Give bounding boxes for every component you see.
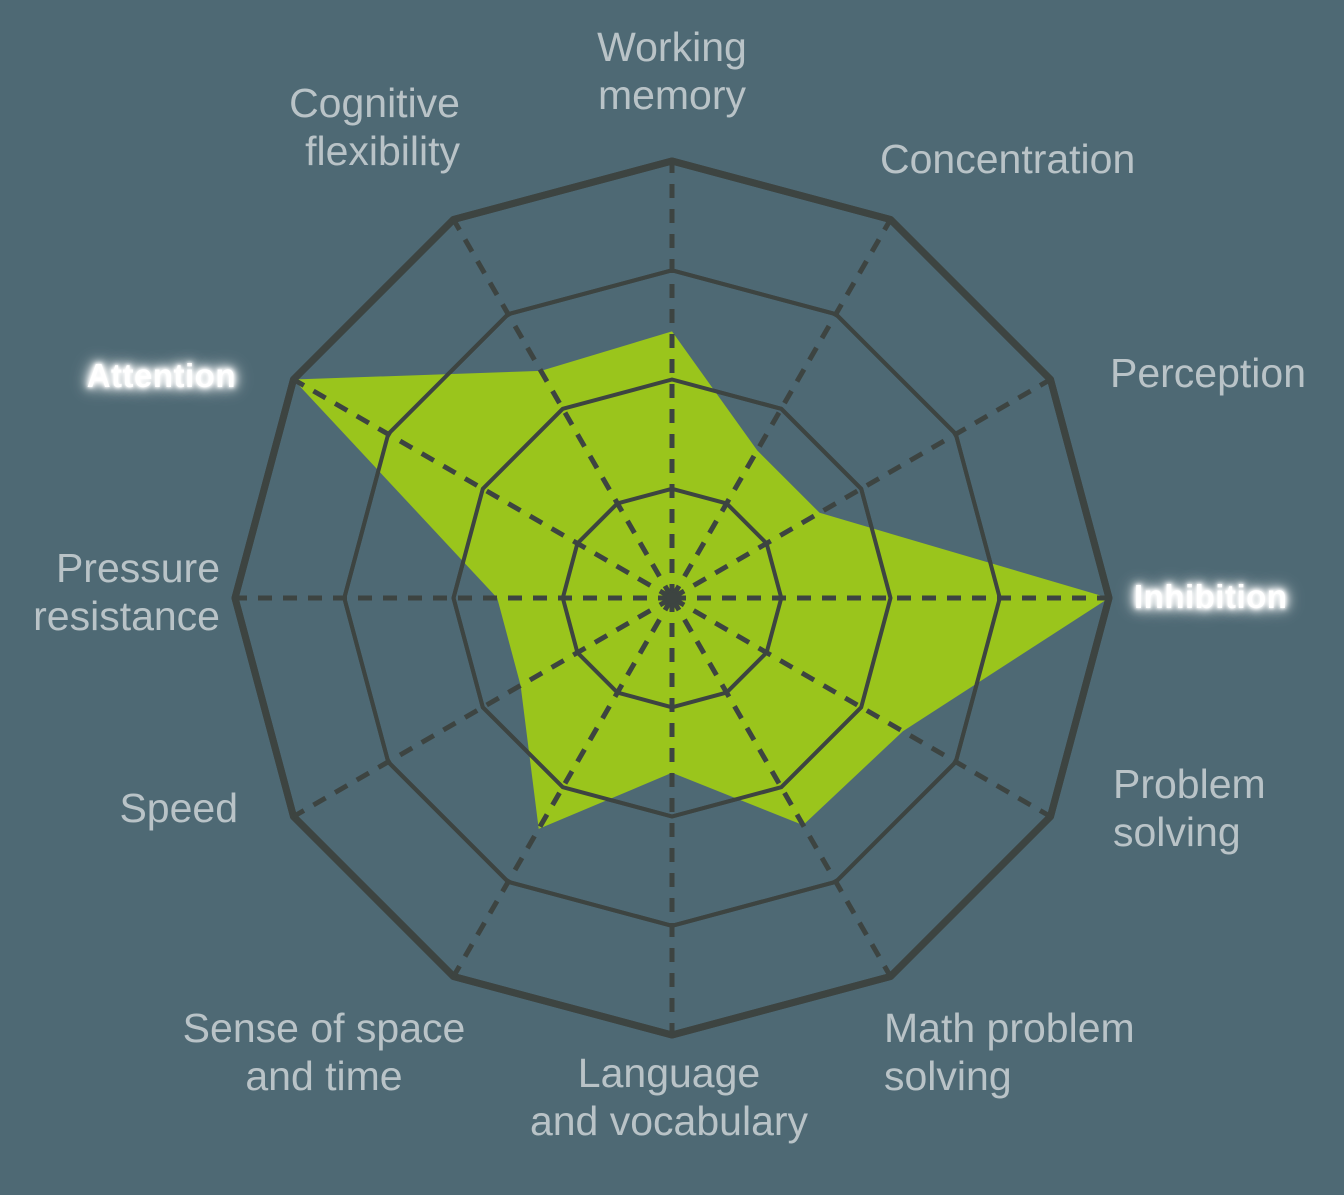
radar-grid-overlay xyxy=(231,157,1113,1039)
axis-label-concentration[interactable]: Concentration xyxy=(880,136,1136,182)
axis-label-perception[interactable]: Perception xyxy=(1110,350,1307,396)
axis-label-language-and-vocabulary[interactable]: Language and vocabulary xyxy=(529,1050,809,1144)
axis-label-speed[interactable]: Speed xyxy=(119,785,238,831)
axis-label-cognitive-flexibility[interactable]: Cognitive flexibility xyxy=(289,80,460,174)
grid-ring-overlay-2 xyxy=(451,377,893,819)
axis-label-pressure-resistance[interactable]: Pressure resistance xyxy=(33,545,220,639)
axis-label-problem-solving[interactable]: Problem solving xyxy=(1113,761,1266,855)
chart-center-dot xyxy=(666,592,678,604)
axis-label-math-problem-solving[interactable]: Math problem solving xyxy=(884,1005,1135,1099)
axis-label-sense-of-space-and-time[interactable]: Sense of space and time xyxy=(182,1005,466,1099)
axis-label-attention[interactable]: Attention xyxy=(86,357,236,394)
axis-label-working-memory[interactable]: Working memory xyxy=(597,24,747,118)
axis-label-inhibition[interactable]: Inhibition xyxy=(1134,578,1288,615)
